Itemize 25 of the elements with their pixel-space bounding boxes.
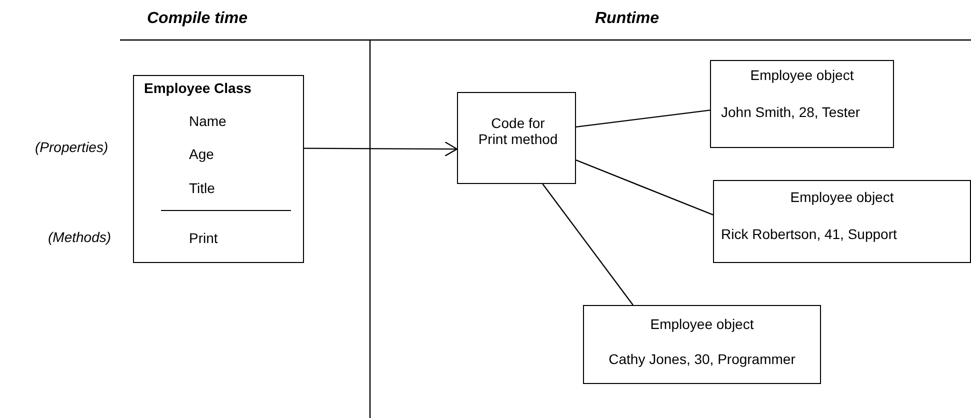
object-box — [710, 60, 894, 148]
connector-line — [576, 110, 710, 128]
heading-text: Runtime — [595, 10, 659, 28]
heading-text: Compile time — [147, 10, 248, 28]
object-box — [583, 305, 821, 384]
class-box — [133, 75, 304, 263]
code-box — [457, 92, 576, 184]
heading-text: Employee Class — [144, 80, 252, 96]
node-text: John Smith, 28, Tester — [721, 104, 860, 120]
heading-text: Employee object — [649, 316, 755, 332]
node-text: Cathy Jones, 30, Programmer — [608, 351, 796, 367]
node-text: Code for Print method — [478, 115, 558, 147]
arrow — [304, 141, 458, 157]
connector-line — [542, 184, 634, 306]
connector-line — [576, 160, 714, 216]
heading-text: Employee object — [789, 189, 895, 205]
heading-text: Employee object — [749, 67, 855, 83]
annotation-text: (Properties) — [35, 139, 108, 155]
annotation-text: (Methods) — [48, 229, 112, 245]
object-box — [713, 180, 971, 263]
node-text: Name — [189, 113, 226, 129]
node-text: Print — [189, 230, 218, 246]
node-text: Rick Robertson, 41, Support — [721, 226, 897, 242]
node-text: Age — [189, 146, 214, 162]
node-text: Title — [189, 180, 215, 196]
